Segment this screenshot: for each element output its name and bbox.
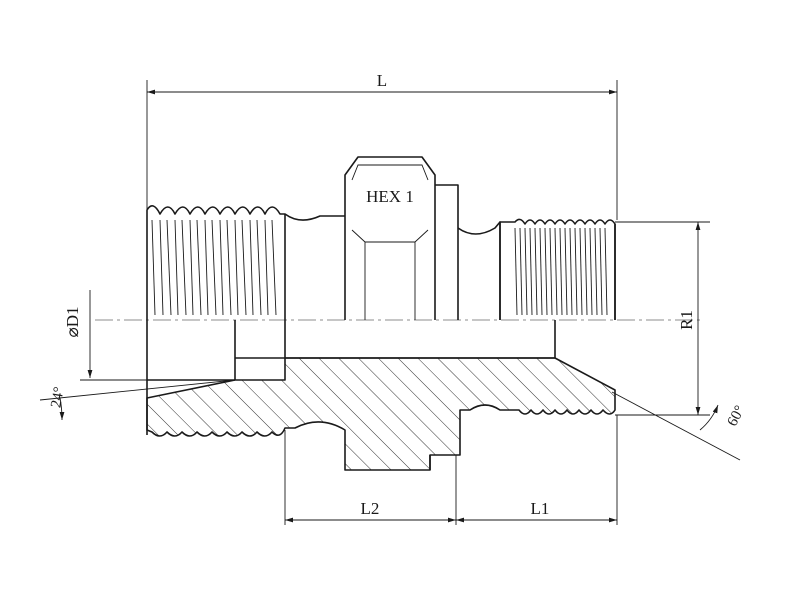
- length-l1-label: L1: [531, 499, 550, 518]
- hex-collar: [435, 184, 459, 320]
- dimension-thread-length: L1: [456, 415, 618, 525]
- left-thread-outline: [146, 205, 286, 320]
- right-neck: [457, 221, 501, 320]
- dimension-overall-length: L: [146, 71, 618, 220]
- hex-body: [344, 156, 436, 320]
- dimension-thread-right: R1: [615, 221, 710, 416]
- dimension-hex-zone: L2: [284, 430, 457, 525]
- dimension-bore-diameter: ⌀D1: [63, 290, 147, 381]
- bore-diameter-label: ⌀D1: [63, 306, 82, 337]
- dimension-cone-angle: 24°: [39, 379, 236, 421]
- left-neck: [284, 213, 345, 221]
- section-hatching: [146, 357, 616, 471]
- thread-right-label: R1: [677, 310, 696, 330]
- overall-length-label: L: [377, 71, 387, 90]
- thread-angle-label: 60°: [724, 403, 748, 429]
- upper-external-view: [146, 156, 616, 320]
- bore-outline: [146, 320, 556, 435]
- dimension-thread-angle: 60°: [611, 391, 748, 461]
- right-thread-outline: [499, 218, 616, 320]
- left-thread-flanks: [151, 219, 277, 316]
- hex-flats: [351, 164, 429, 320]
- hex-label: HEX 1: [366, 187, 414, 206]
- right-thread-flanks: [514, 227, 608, 316]
- cone-angle-label: 24°: [48, 386, 67, 409]
- length-l2-label: L2: [361, 499, 380, 518]
- lower-section-view: [146, 320, 616, 471]
